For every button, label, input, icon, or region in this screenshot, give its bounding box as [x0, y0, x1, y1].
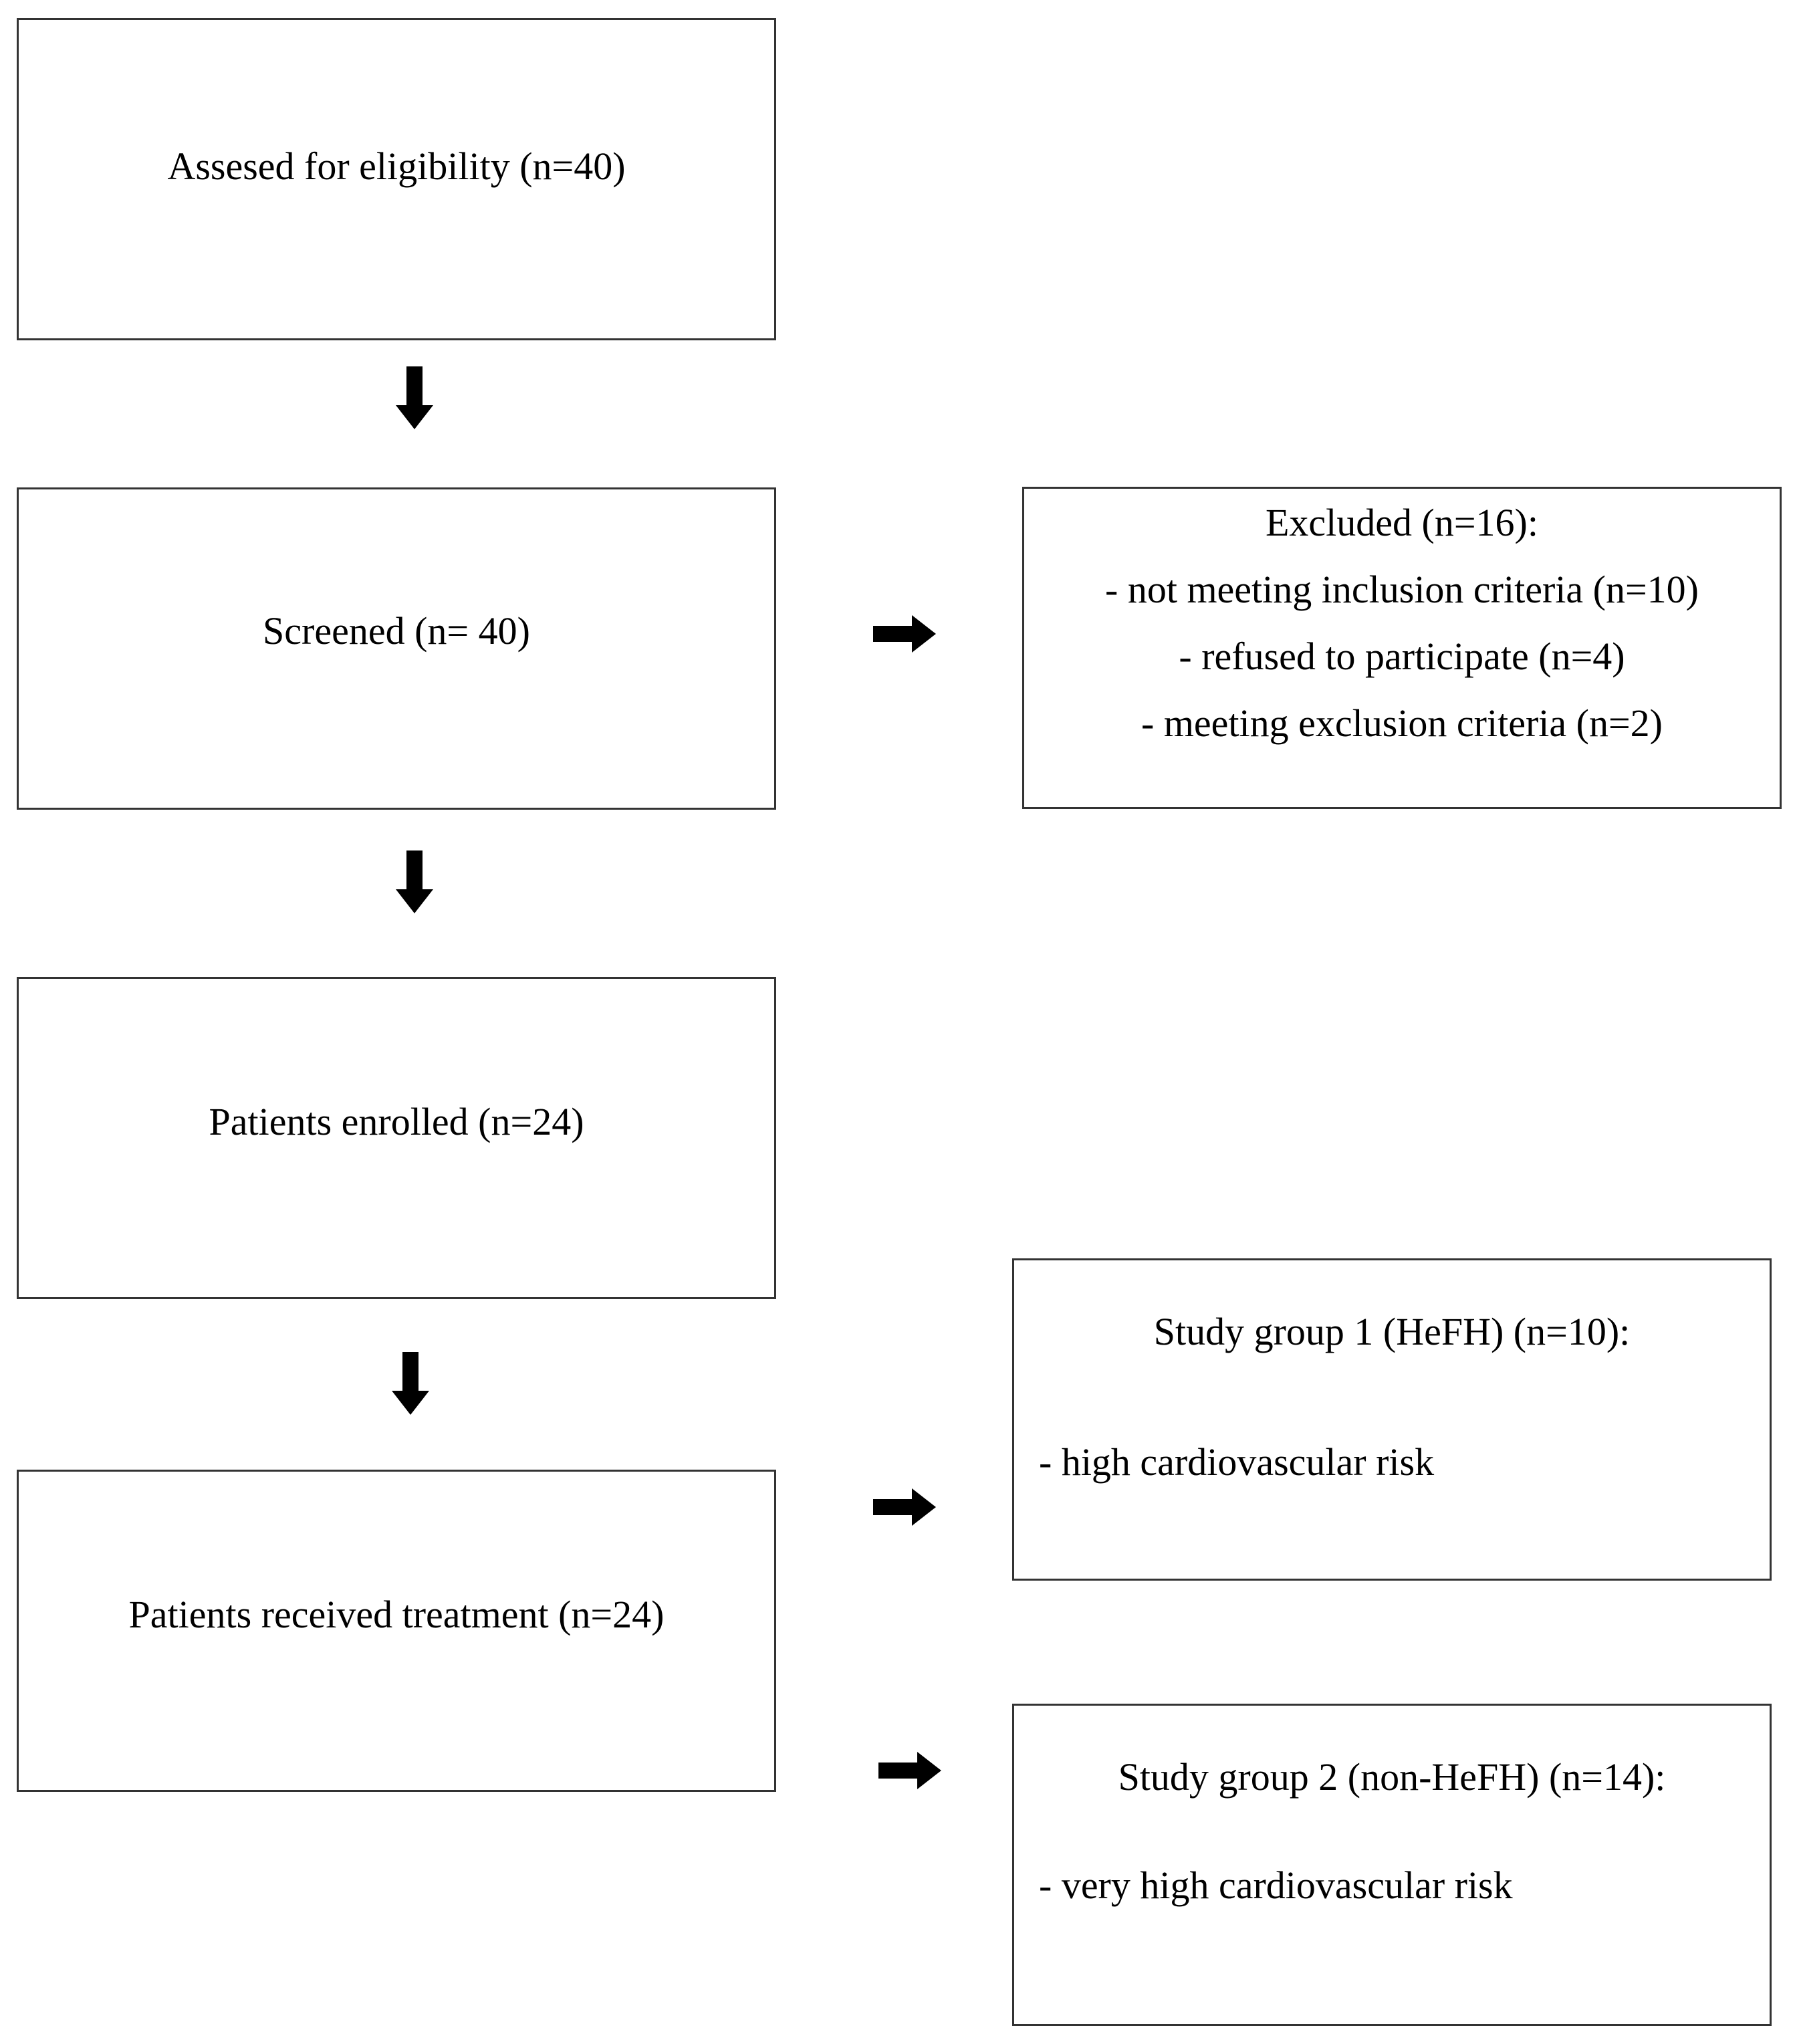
study-group-1-box: Study group 1 (HeFH) (n=10): - high card… [1012, 1258, 1772, 1581]
enrolled-box: Patients enrolled (n=24) [17, 977, 776, 1299]
right-arrow-icon [873, 1488, 936, 1526]
excluded-box: Excluded (n=16): - not meeting inclusion… [1022, 487, 1782, 809]
study-group-1-detail: - high cardiovascular risk [1039, 1440, 1435, 1484]
study-group-1-title: Study group 1 (HeFH) (n=10): [1153, 1310, 1631, 1353]
excluded-title: Excluded (n=16): [1266, 501, 1538, 544]
excluded-reason: - not meeting inclusion criteria (n=10) [1105, 568, 1699, 611]
screened-label: Screened (n= 40) [263, 609, 530, 653]
excluded-reason: - meeting exclusion criteria (n=2) [1141, 701, 1663, 745]
down-arrow-icon [396, 850, 433, 913]
study-group-2-detail: - very high cardiovascular risk [1039, 1863, 1513, 1907]
right-arrow-icon [873, 615, 936, 653]
enrolled-label: Patients enrolled (n=24) [209, 1100, 584, 1143]
treated-box: Patients received treatment (n=24) [17, 1470, 776, 1792]
down-arrow-icon [392, 1352, 429, 1415]
assessed-box: Assesed for eligibility (n=40) [17, 18, 776, 340]
treated-label: Patients received treatment (n=24) [128, 1593, 665, 1636]
right-arrow-icon [878, 1752, 941, 1789]
assessed-label: Assesed for eligibility (n=40) [167, 144, 626, 188]
study-group-2-title: Study group 2 (non-HeFH) (n=14): [1118, 1755, 1666, 1799]
screened-box: Screened (n= 40) [17, 487, 776, 810]
study-group-2-box: Study group 2 (non-HeFH) (n=14): - very … [1012, 1704, 1772, 2026]
excluded-reason: - refused to participate (n=4) [1179, 635, 1625, 678]
down-arrow-icon [396, 366, 433, 429]
